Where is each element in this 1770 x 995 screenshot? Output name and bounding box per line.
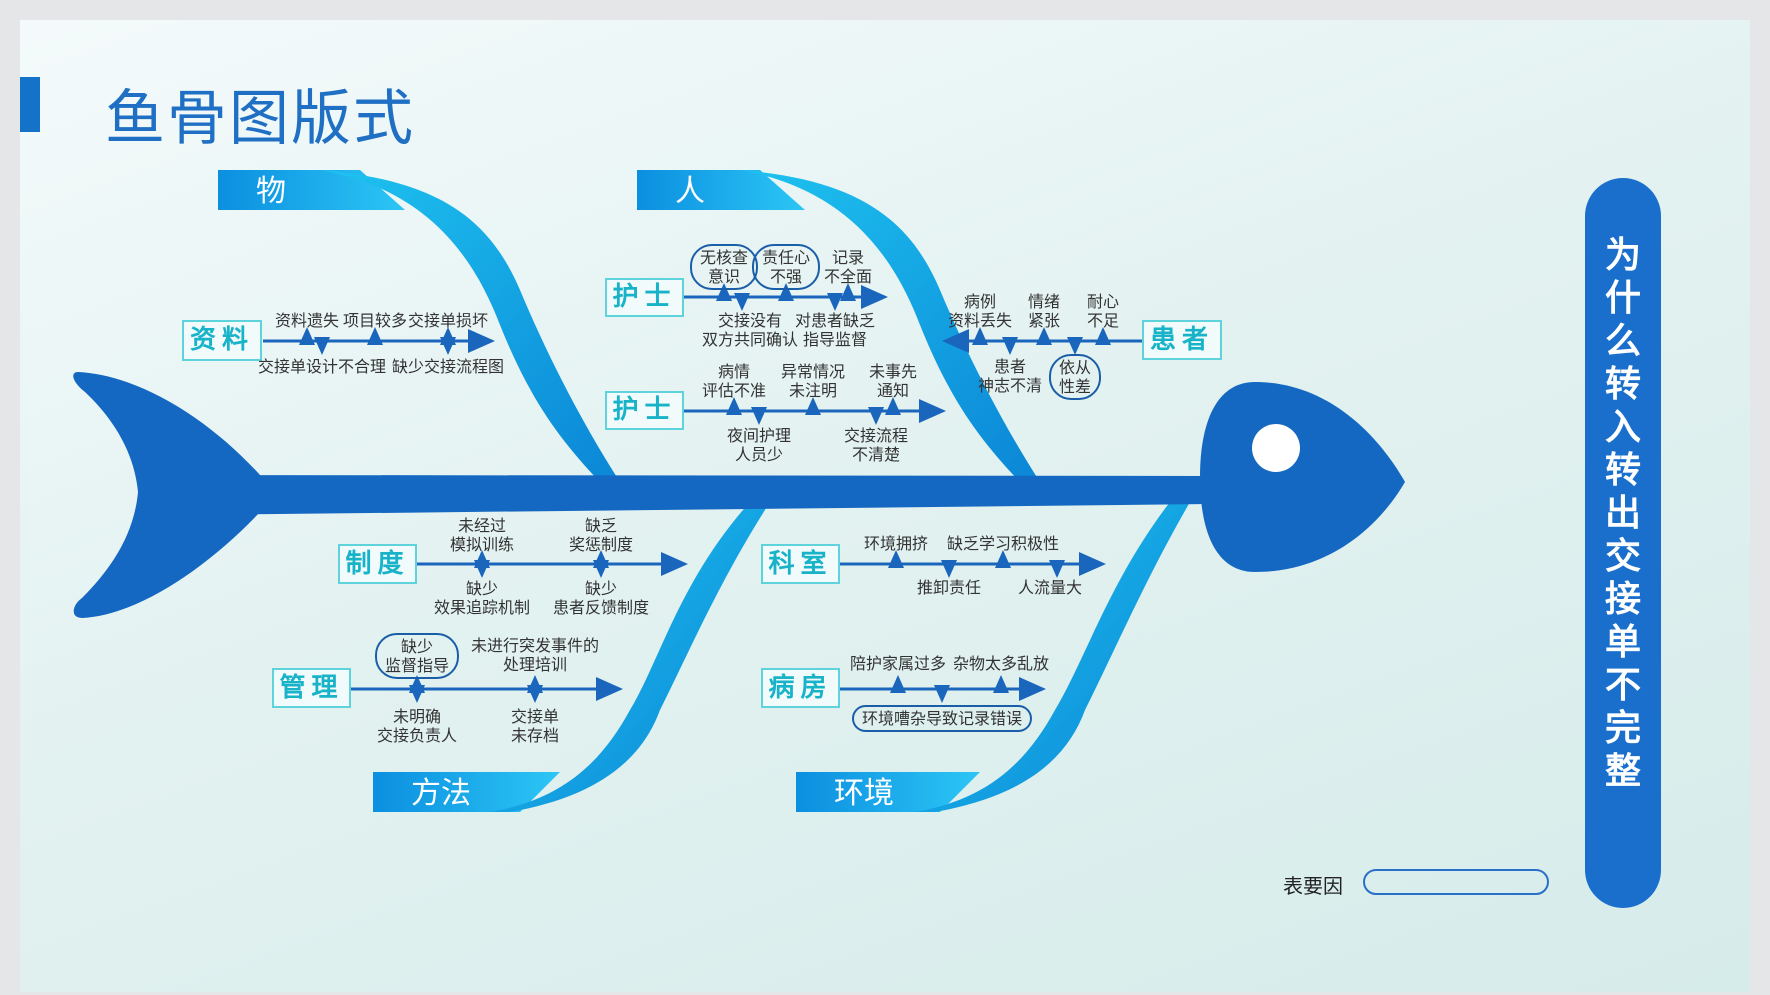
cause-item-key: 环境嘈杂导致记录错误 bbox=[851, 705, 1033, 732]
bone-fangfa bbox=[490, 502, 770, 812]
category-wu: 物 bbox=[256, 174, 286, 209]
cause-item: 缺乏 奖惩制度 bbox=[568, 516, 634, 554]
cause-item: 交接流程 不清楚 bbox=[843, 426, 909, 464]
cause-item: 缺乏学习积极性 bbox=[946, 534, 1060, 553]
cause-item: 情绪 紧张 bbox=[1027, 292, 1061, 330]
tab-shape-huanjing bbox=[796, 772, 980, 812]
cause-item: 未进行突发事件的 处理培训 bbox=[470, 636, 600, 674]
cause-item: 对患者缺乏 指导监督 bbox=[794, 311, 876, 349]
bone-ren bbox=[740, 170, 1040, 482]
cause-item: 推卸责任 bbox=[916, 578, 982, 597]
cause-item-key: 缺少 监督指导 bbox=[374, 633, 460, 679]
bone-wu bbox=[320, 170, 620, 482]
tick-arrows bbox=[299, 283, 1111, 703]
cause-item: 杂物太多乱放 bbox=[952, 654, 1050, 673]
box-guanli: 管理 bbox=[272, 668, 351, 708]
page-title: 鱼骨图版式 bbox=[105, 84, 415, 154]
title-accent-bar bbox=[20, 77, 40, 132]
box-huanzhe: 患者 bbox=[1142, 320, 1222, 360]
fishbone-graphic bbox=[73, 170, 1405, 812]
cause-item: 交接没有 双方共同确认 bbox=[701, 311, 799, 349]
cause-item: 缺少 效果追踪机制 bbox=[433, 579, 531, 617]
problem-banner: 为 什 么 转 入 转 出 交 接 单 不 完 整 bbox=[1585, 178, 1661, 908]
slide: 鱼骨图版式 物 人 方法 环境 资料 护士 护士 患者 制度 管理 科室 病房 … bbox=[20, 20, 1750, 992]
cause-item: 陪护家属过多 bbox=[849, 654, 947, 673]
cause-item: 交接单 未存档 bbox=[510, 707, 560, 745]
problem-statement: 为 什 么 转 入 转 出 交 接 单 不 完 整 bbox=[1604, 235, 1641, 792]
cause-item-key: 无核查 意识 bbox=[689, 244, 759, 290]
cause-item: 病情 评估不准 bbox=[701, 362, 767, 400]
box-bingfang: 病房 bbox=[761, 668, 840, 708]
cause-item: 未明确 交接负责人 bbox=[376, 707, 458, 745]
tab-shape-wu bbox=[218, 170, 405, 210]
cause-item: 人流量大 bbox=[1017, 578, 1083, 597]
box-hushi-1: 护士 bbox=[605, 278, 684, 317]
cause-item: 未经过 模拟训练 bbox=[449, 516, 515, 554]
cause-item: 异常情况 未注明 bbox=[780, 362, 846, 400]
cause-item: 未事先 通知 bbox=[868, 362, 918, 400]
cause-item: 夜间护理 人员少 bbox=[726, 426, 792, 464]
fish-tail bbox=[73, 372, 261, 618]
cause-item: 耐心 不足 bbox=[1086, 292, 1120, 330]
cause-item-key: 依从 性差 bbox=[1048, 354, 1102, 400]
box-hushi-2: 护士 bbox=[605, 391, 684, 430]
category-ren: 人 bbox=[675, 174, 705, 209]
cause-item: 记录 不全面 bbox=[823, 248, 873, 286]
fish-eye-icon bbox=[1252, 424, 1300, 472]
box-keshi: 科室 bbox=[761, 544, 840, 584]
bone-huanjing bbox=[915, 502, 1190, 812]
tab-shape-fangfa bbox=[373, 772, 560, 812]
box-ziliao: 资料 bbox=[182, 320, 262, 361]
cause-item: 资料遗失 bbox=[274, 311, 340, 330]
cause-item: 患者 神志不清 bbox=[977, 357, 1043, 395]
fish-head bbox=[1200, 382, 1405, 572]
cause-item-key: 责任心 不强 bbox=[751, 244, 821, 290]
cause-item: 项目较多 bbox=[342, 311, 408, 330]
cause-item: 病例 资料丢失 bbox=[947, 292, 1013, 330]
legend-key-shape bbox=[1363, 869, 1549, 895]
cause-item: 缺少 患者反馈制度 bbox=[552, 579, 650, 617]
box-zhidu: 制度 bbox=[338, 544, 417, 584]
cause-item: 缺少交接流程图 bbox=[391, 357, 505, 376]
category-huanjing: 环境 bbox=[834, 776, 894, 811]
category-fangfa: 方法 bbox=[411, 776, 471, 811]
cause-item: 交接单设计不合理 bbox=[257, 357, 387, 376]
cause-item: 环境拥挤 bbox=[863, 534, 929, 553]
tab-shape-ren bbox=[637, 170, 805, 210]
cause-item: 交接单损坏 bbox=[407, 311, 489, 330]
legend-label: 表要因 bbox=[1283, 874, 1343, 898]
fish-spine bbox=[190, 475, 1210, 515]
